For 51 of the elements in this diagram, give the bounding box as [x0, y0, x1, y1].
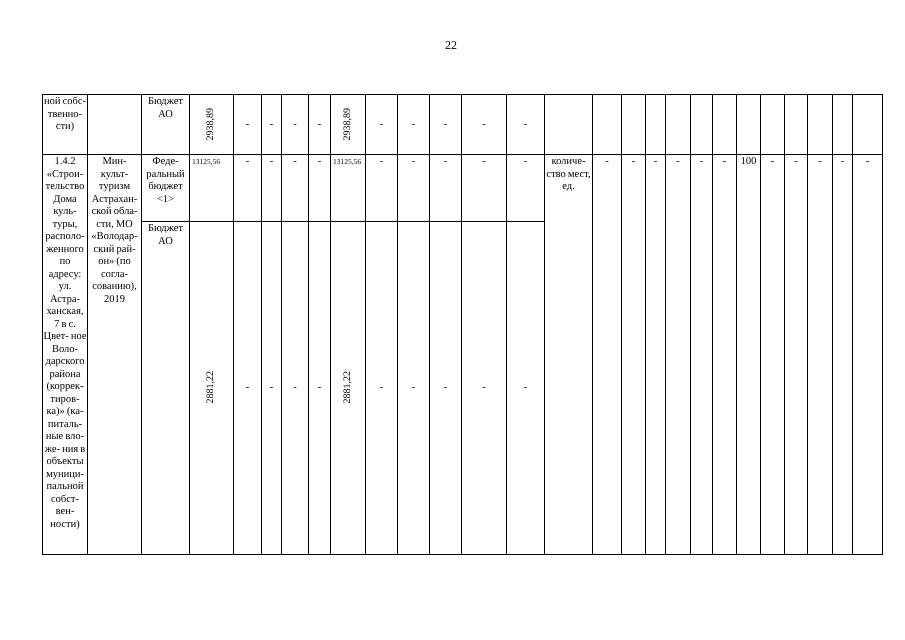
page-number: 22 [445, 38, 457, 53]
empty-value-dash: - [380, 118, 384, 132]
empty-value-dash: - [246, 381, 250, 395]
empty-value-dash: - [524, 381, 528, 395]
empty-value-dash: - [246, 155, 250, 168]
empty-value-dash: - [482, 155, 486, 168]
empty-value-dash: - [270, 155, 274, 168]
empty-value-dash: - [412, 381, 416, 395]
empty-value-dash: - [318, 118, 322, 132]
empty-value-dash: - [524, 118, 528, 132]
amount-value: 2881,22 [205, 371, 218, 405]
funding-source: Бюджет АО [146, 222, 184, 248]
empty-value-dash: - [380, 155, 384, 168]
empty-value-dash: - [293, 381, 297, 395]
empty-value-dash: - [318, 381, 322, 395]
empty-value-dash: - [632, 155, 636, 168]
item-description: ной собс- твенно- сти) [43, 95, 87, 134]
empty-value-dash: - [293, 155, 297, 168]
empty-value-dash: - [270, 118, 274, 132]
indicator-name: количе- ство мест, ед. [545, 155, 592, 194]
empty-value-dash: - [605, 155, 609, 168]
empty-value-dash: - [444, 155, 448, 168]
target-value: 100 [740, 155, 756, 168]
empty-value-dash: - [246, 118, 250, 132]
empty-value-dash: - [794, 155, 798, 168]
executor-text: Мин- культ- туризм Астрахан- ской обла- сти, МО «Володар- ский рай- он» (по согла- сованию), 2019 [90, 155, 139, 306]
empty-value-dash: - [444, 381, 448, 395]
empty-value-dash: - [818, 155, 822, 168]
empty-value-dash: - [722, 155, 726, 168]
empty-value-dash: - [524, 155, 528, 168]
empty-value-dash: - [380, 381, 384, 395]
amount-value: 2881,22 [342, 371, 354, 405]
empty-value-dash: - [840, 155, 844, 168]
amount-value: 2938,89 [342, 108, 354, 142]
empty-value-dash: - [412, 118, 416, 132]
empty-value-dash: - [293, 118, 297, 132]
empty-value-dash: - [770, 155, 774, 168]
empty-value-dash: - [444, 118, 448, 132]
item-description: 1.4.2 «Строи- тельство Дома куль- туры, располо- женного по адресу: ул. Астра- ханская, 7 в с. Цвет- ное Воло- дарского района (коррек- тиров- ка)» (ка- питаль- ные вло- же- ния в объекты муници- пальной собст- вен- ности) [43, 155, 87, 531]
empty-value-dash: - [654, 155, 658, 168]
empty-value-dash: - [318, 155, 322, 168]
empty-value-dash: - [412, 155, 416, 168]
empty-value-dash: - [270, 381, 274, 395]
amount-value: 2938,89 [205, 108, 218, 142]
empty-value-dash: - [700, 155, 704, 168]
funding-source: Феде- ральный бюджет <1> [145, 155, 186, 206]
empty-value-dash: - [676, 155, 680, 168]
funding-source: Бюджет АО [146, 95, 184, 121]
empty-value-dash: - [482, 118, 486, 132]
empty-value-dash: - [866, 155, 870, 168]
empty-value-dash: - [482, 381, 486, 395]
